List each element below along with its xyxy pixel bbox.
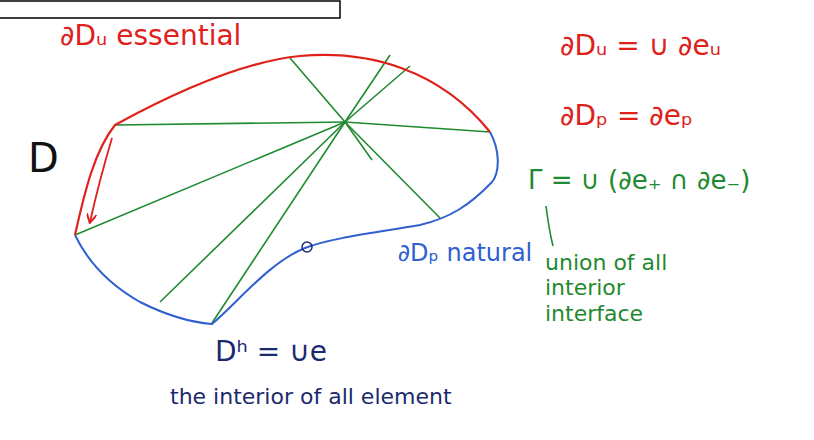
natural-boundary [75, 132, 498, 324]
domain-label: D [28, 135, 59, 181]
leader-line [546, 206, 553, 246]
boundary-label: ∂Dₚ natural [395, 240, 535, 268]
note-label: the interior of all element [170, 384, 452, 409]
formula-label: Γ = ∪ (∂e₊ ∩ ∂e₋) [528, 166, 750, 196]
frame [0, 1, 340, 18]
note-label: union of all interior interface [545, 250, 705, 326]
formula-label: ∂Dₚ = ∂eₚ [560, 100, 693, 132]
formula-label: ∂Dᵤ = ∪ ∂eᵤ [560, 30, 721, 62]
boundary-point [302, 242, 312, 252]
boundary-label: ∂Dᵤ essential [60, 20, 241, 52]
formula-label: Dʰ = ∪e [215, 336, 327, 368]
element-edges [75, 55, 490, 323]
direction-arrow [90, 138, 112, 222]
essential-boundary [75, 55, 490, 235]
